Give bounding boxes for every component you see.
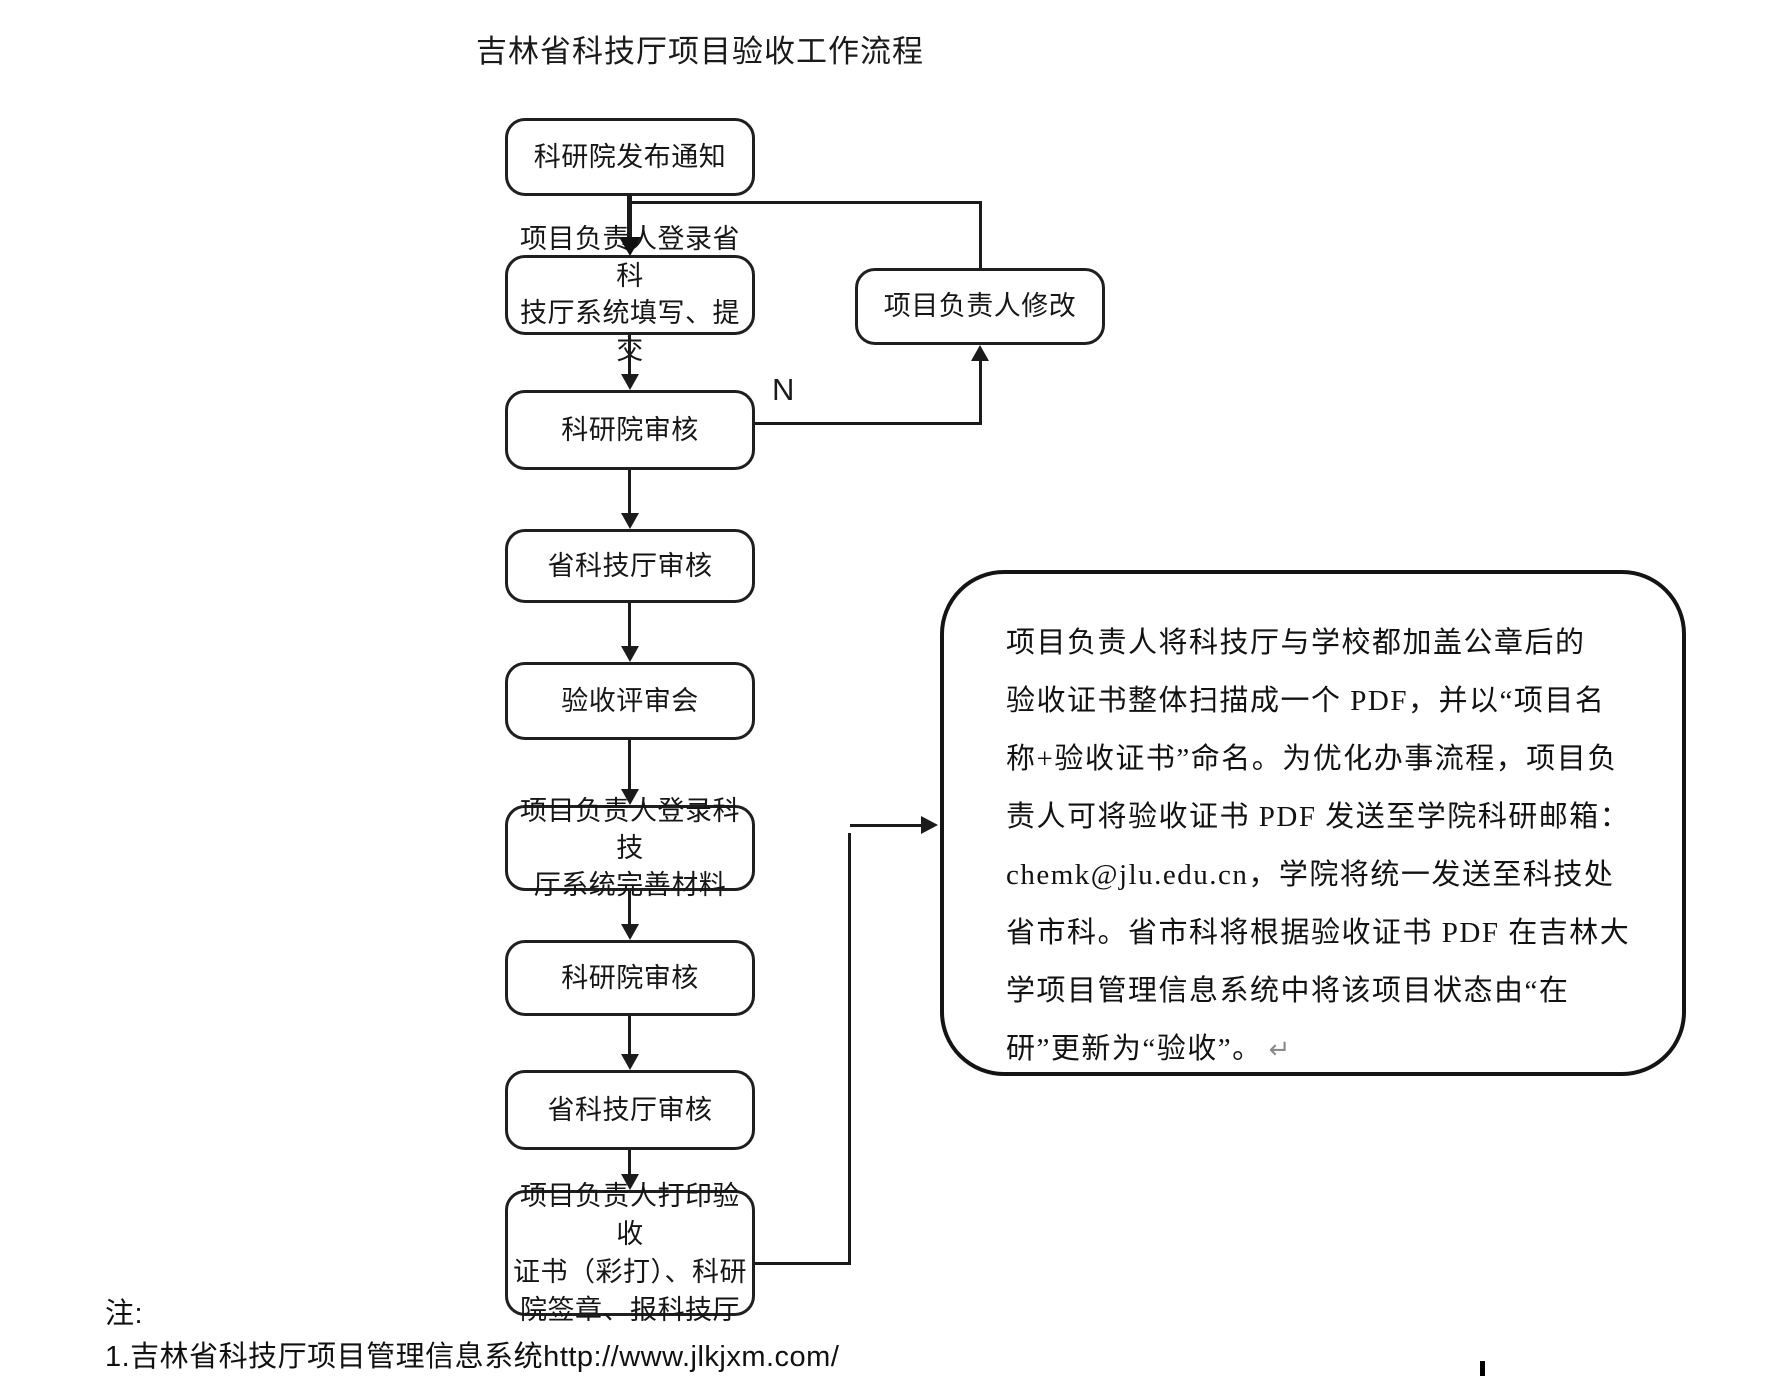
arrow-down-icon	[621, 1054, 639, 1070]
step-box-dept-review-1: 省科技厅审核	[505, 529, 755, 603]
connector-line	[628, 470, 631, 514]
callout-text-line: 省市科。省市科将根据验收证书 PDF 在吉林大	[1006, 917, 1631, 949]
connector-line	[627, 195, 632, 239]
callout-text-line: 研”更新为“验收”。↵	[1006, 1020, 1632, 1078]
arrow-down-icon	[621, 646, 639, 662]
step-box-acceptance-meeting: 验收评审会	[505, 662, 755, 740]
callout-text-line: 学项目管理信息系统中将该项目状态由“在	[1006, 975, 1570, 1007]
callout-text-line: 验收证书整体扫描成一个 PDF，并以“项目名	[1006, 685, 1606, 717]
callout-text-line: 项目负责人将科技厅与学校都加盖公章后的	[1006, 627, 1586, 659]
callout-text-line: chemk@jlu.edu.cn，学院将统一发送至科技处	[1006, 859, 1615, 891]
callout-connector-line	[755, 1262, 851, 1265]
callout-text-line: 责人可将验收证书 PDF 发送至学院科研邮箱：	[1006, 801, 1631, 833]
connector-line	[628, 891, 631, 925]
connector-line	[628, 1016, 631, 1055]
arrow-up-icon	[971, 345, 989, 361]
arrow-down-icon	[619, 237, 641, 256]
step-box-publish-notice: 科研院发布通知	[505, 118, 755, 196]
return-mark-icon: ↵	[1268, 1035, 1292, 1065]
connector-line	[628, 335, 631, 375]
connector-line	[628, 1150, 631, 1175]
branch-label-n: N	[772, 372, 795, 407]
arrow-down-icon	[621, 374, 639, 390]
callout-note-box: 项目负责人将科技厅与学校都加盖公章后的 验收证书整体扫描成一个 PDF，并以“项…	[940, 570, 1686, 1076]
reject-return-line	[630, 201, 982, 204]
text-cursor-mark	[1480, 1361, 1485, 1376]
step-box-institute-review-2: 科研院审核	[505, 940, 755, 1016]
reject-return-line	[979, 203, 982, 268]
reject-modify-box: 项目负责人修改	[855, 268, 1105, 345]
note-heading: 注:	[105, 1298, 144, 1330]
callout-text-last: 研”更新为“验收”。	[1006, 1033, 1263, 1065]
reject-n-line	[979, 360, 982, 424]
connector-line	[628, 740, 631, 790]
reject-n-line	[755, 422, 982, 425]
step-box-complete-materials: 项目负责人登录科技 厅系统完善材料	[505, 796, 755, 900]
page-title: 吉林省科技厅项目验收工作流程	[476, 34, 924, 69]
step-box-login-submit: 项目负责人登录省科 技厅系统填写、提交	[505, 224, 755, 365]
arrow-down-icon	[621, 513, 639, 529]
arrow-right-icon	[921, 816, 938, 834]
step-box-print-certificate: 项目负责人打印验收 证书（彩打）、科研 院签章、报科技厅	[505, 1181, 755, 1325]
connector-line	[628, 603, 631, 647]
callout-text-line: 称+验收证书”命名。为优化办事流程，项目负	[1006, 743, 1618, 775]
step-box-institute-review-1: 科研院审核	[505, 390, 755, 470]
step-box-dept-review-2: 省科技厅审核	[505, 1070, 755, 1150]
callout-connector-line	[850, 824, 922, 827]
note-system-url: 1.吉林省科技厅项目管理信息系统http://www.jlkjxm.com/	[105, 1341, 840, 1373]
arrow-down-icon	[621, 924, 639, 940]
arrow-down-icon	[621, 1174, 639, 1190]
callout-connector-line	[848, 833, 851, 1265]
arrow-down-icon	[621, 789, 639, 805]
